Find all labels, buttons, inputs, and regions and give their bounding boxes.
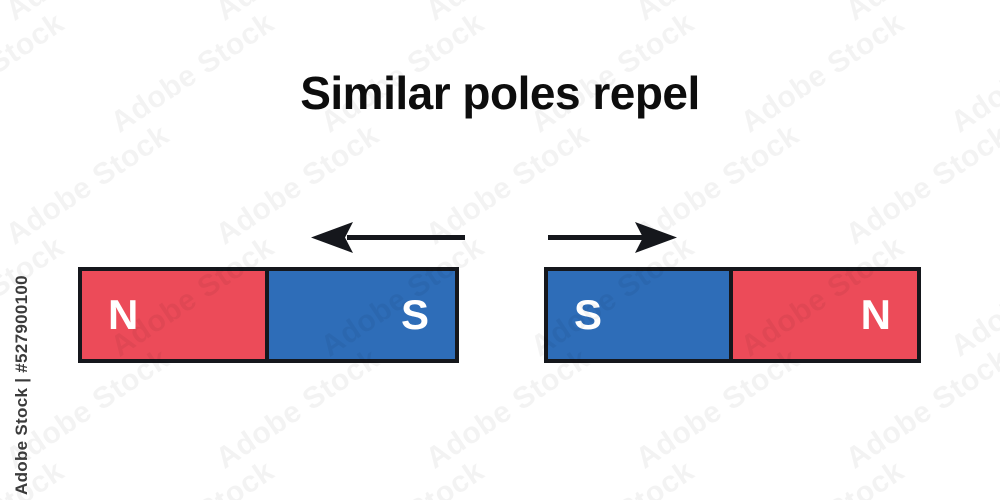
right-magnet-south-pole: S: [548, 271, 733, 359]
watermark-text: Adobe Stock: [420, 0, 596, 28]
watermark-text: Adobe Stock: [105, 454, 281, 500]
watermark-text: Adobe Stock: [525, 454, 701, 500]
right-arrow-icon: [548, 222, 677, 253]
left-arrow-icon: [311, 222, 465, 253]
right-magnet-north-pole: N: [732, 271, 917, 359]
left-magnet-north-pole: N: [82, 271, 269, 359]
watermark-text: Adobe Stock: [945, 230, 1000, 364]
watermark-text: Adobe Stock: [315, 454, 491, 500]
watermark-text: Adobe Stock: [840, 0, 1000, 28]
left-magnet: N S: [78, 267, 459, 363]
watermark-text: Adobe Stock: [0, 118, 176, 252]
left-magnet-south-label: S: [400, 291, 429, 338]
watermark-text: Adobe Stock: [945, 454, 1000, 500]
watermark-text: Adobe Stock: [735, 454, 911, 500]
left-magnet-south-pole: S: [268, 271, 455, 359]
watermark-text: Adobe Stock: [840, 118, 1000, 252]
watermark-text: Adobe Stock: [0, 0, 176, 28]
watermark-text: Adobe Stock: [630, 0, 806, 28]
right-magnet: S N: [544, 267, 921, 363]
left-magnet-north-label: N: [108, 291, 139, 338]
watermark-text: Adobe Stock: [0, 230, 71, 364]
page-title: Similar poles repel: [300, 67, 700, 119]
stock-credit-label: Adobe Stock | #527900100: [12, 275, 31, 495]
right-magnet-north-label: N: [860, 291, 891, 338]
watermark-text: Adobe Stock: [0, 454, 71, 500]
right-magnet-south-label: S: [574, 291, 603, 338]
watermark-text: Adobe Stock: [210, 0, 386, 28]
